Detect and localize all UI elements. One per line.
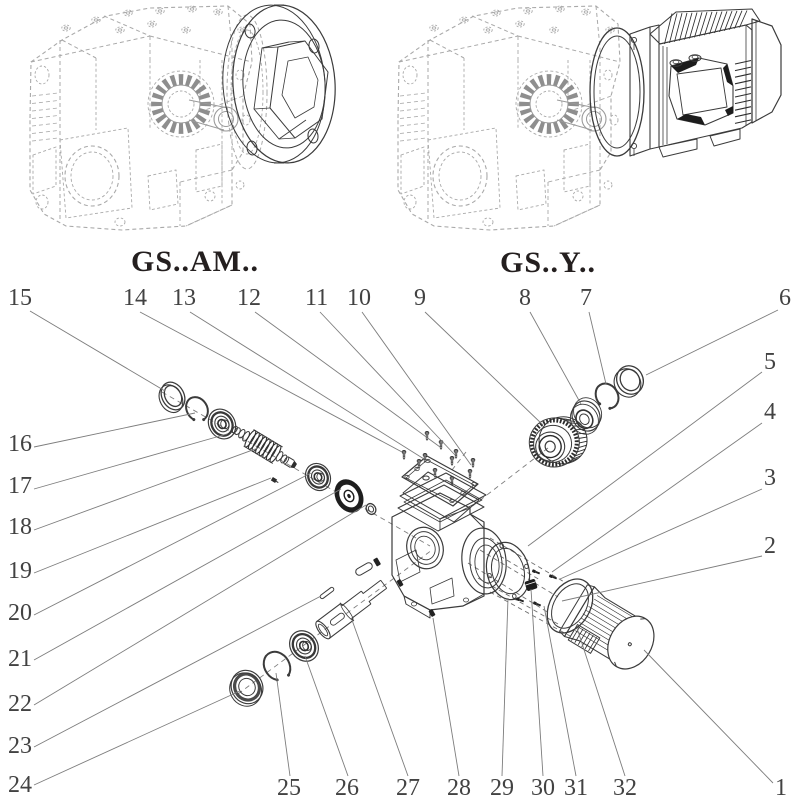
svg-text:7: 7	[580, 285, 592, 311]
svg-text:6: 6	[779, 285, 791, 311]
svg-text:28: 28	[447, 775, 471, 800]
svg-text:GS..AM..: GS..AM..	[131, 245, 259, 278]
svg-text:2: 2	[764, 533, 776, 559]
svg-text:21: 21	[8, 646, 32, 672]
svg-text:19: 19	[8, 558, 32, 584]
svg-text:13: 13	[172, 285, 196, 311]
svg-text:9: 9	[414, 285, 426, 311]
svg-text:29: 29	[490, 775, 514, 800]
svg-text:25: 25	[277, 775, 301, 800]
svg-text:22: 22	[8, 691, 32, 717]
svg-text:5: 5	[764, 349, 776, 375]
svg-text:11: 11	[305, 285, 328, 311]
svg-text:15: 15	[8, 285, 32, 311]
svg-text:12: 12	[237, 285, 261, 311]
svg-text:17: 17	[8, 473, 32, 499]
svg-text:4: 4	[764, 399, 776, 425]
svg-text:30: 30	[531, 775, 555, 800]
svg-text:8: 8	[519, 285, 531, 311]
svg-text:32: 32	[613, 775, 637, 800]
svg-text:1: 1	[775, 775, 787, 800]
svg-text:27: 27	[396, 775, 420, 800]
svg-text:18: 18	[8, 514, 32, 540]
svg-text:14: 14	[123, 285, 147, 311]
svg-text:16: 16	[8, 431, 32, 457]
svg-text:23: 23	[8, 733, 32, 759]
svg-text:26: 26	[335, 775, 359, 800]
svg-text:3: 3	[764, 465, 776, 491]
svg-text:10: 10	[347, 285, 371, 311]
svg-text:24: 24	[8, 772, 32, 798]
svg-text:31: 31	[564, 775, 588, 800]
svg-text:GS..Y..: GS..Y..	[500, 246, 596, 279]
svg-text:20: 20	[8, 600, 32, 626]
